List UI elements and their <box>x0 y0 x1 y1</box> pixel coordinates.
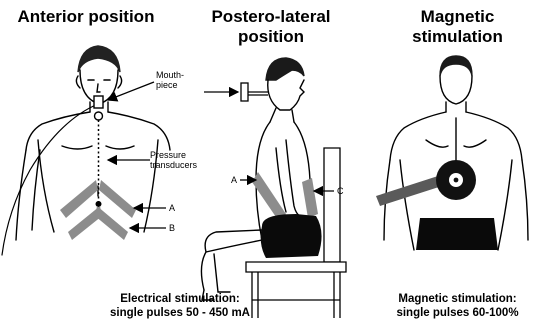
lateral-mouthpiece <box>241 83 268 101</box>
annotation-arrows <box>108 82 334 228</box>
caption-magnetic: Magnetic stimulation: single pulses 60-1… <box>375 292 540 320</box>
caption-electrical-line2: single pulses 50 - 450 mA <box>80 306 280 320</box>
title-magnetic-line2: stimulation <box>385 27 530 47</box>
label-pressure-line1: Pressure <box>150 150 197 160</box>
title-posterolateral-line2: position <box>196 27 346 47</box>
magnetic-shorts <box>416 218 498 250</box>
label-pressure-transducers: Pressure transducers <box>150 150 197 170</box>
label-a-side: A <box>231 175 237 185</box>
label-b-front: B <box>169 223 175 233</box>
label-mouthpiece: Mouth- piece <box>156 70 184 90</box>
title-anterior: Anterior position <box>0 7 172 27</box>
title-posterolateral: Postero-lateral position <box>196 7 346 47</box>
label-mouthpiece-line1: Mouth- <box>156 70 184 80</box>
title-posterolateral-line1: Postero-lateral <box>196 7 346 27</box>
caption-electrical-line1: Electrical stimulation: <box>80 292 280 306</box>
lateral-electrodes <box>252 172 318 220</box>
mouthpiece-arrow-front <box>108 82 154 100</box>
magnetic-coil <box>376 160 476 206</box>
caption-electrical: Electrical stimulation: single pulses 50… <box>80 292 280 320</box>
title-magnetic: Magnetic stimulation <box>385 7 530 47</box>
label-mouthpiece-line2: piece <box>156 80 184 90</box>
caption-magnetic-line2: single pulses 60-100% <box>375 306 540 320</box>
caption-magnetic-line1: Magnetic stimulation: <box>375 292 540 306</box>
label-pressure-line2: transducers <box>150 160 197 170</box>
label-a-front: A <box>169 203 175 213</box>
lateral-shorts <box>261 214 322 258</box>
title-magnetic-line1: Magnetic <box>385 7 530 27</box>
label-c-side: C <box>337 186 344 196</box>
